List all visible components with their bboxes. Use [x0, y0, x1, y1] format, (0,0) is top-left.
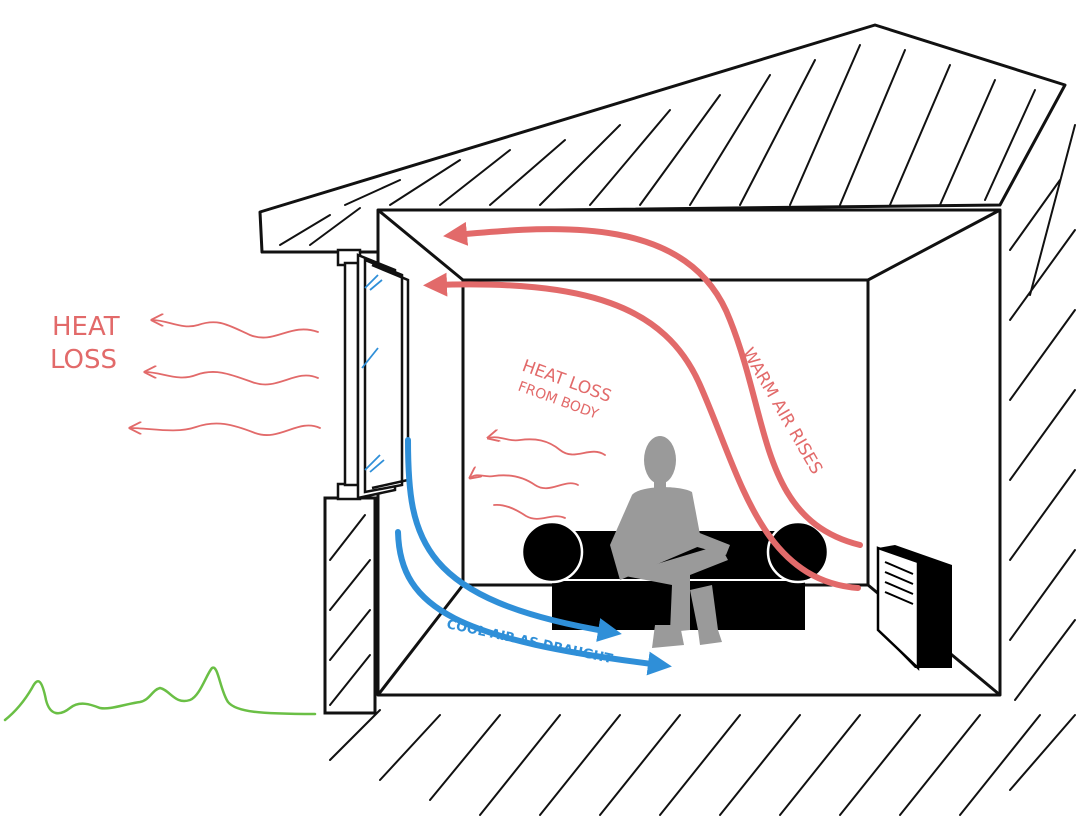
roof [258, 23, 1067, 254]
warm-air-arrows [423, 221, 863, 591]
warm-air-arrow-top [443, 221, 863, 548]
sofa-arm-left [520, 520, 584, 584]
glass-reflection [361, 274, 385, 473]
grass [3, 666, 317, 722]
right-wall-hatching [1009, 124, 1076, 701]
window [336, 248, 410, 501]
seated-person [610, 436, 730, 648]
lower-wall [323, 496, 377, 715]
ground-hatching [329, 709, 1076, 816]
sofa-arm-right [766, 520, 830, 584]
cool-air-arrow-lower [395, 529, 672, 676]
heater [876, 545, 952, 671]
heat-loss-label-line2: LOSS [50, 345, 117, 375]
cool-air-arrow-upper [405, 437, 622, 642]
roof-hatching [279, 44, 1036, 246]
heat-loss-label-line1: HEAT [52, 312, 120, 342]
cool-air-arrows [395, 437, 672, 676]
heat-loss-arrows [130, 320, 321, 436]
body-heat-arrows [470, 437, 606, 520]
warm-air-arrow-lower [423, 272, 861, 591]
